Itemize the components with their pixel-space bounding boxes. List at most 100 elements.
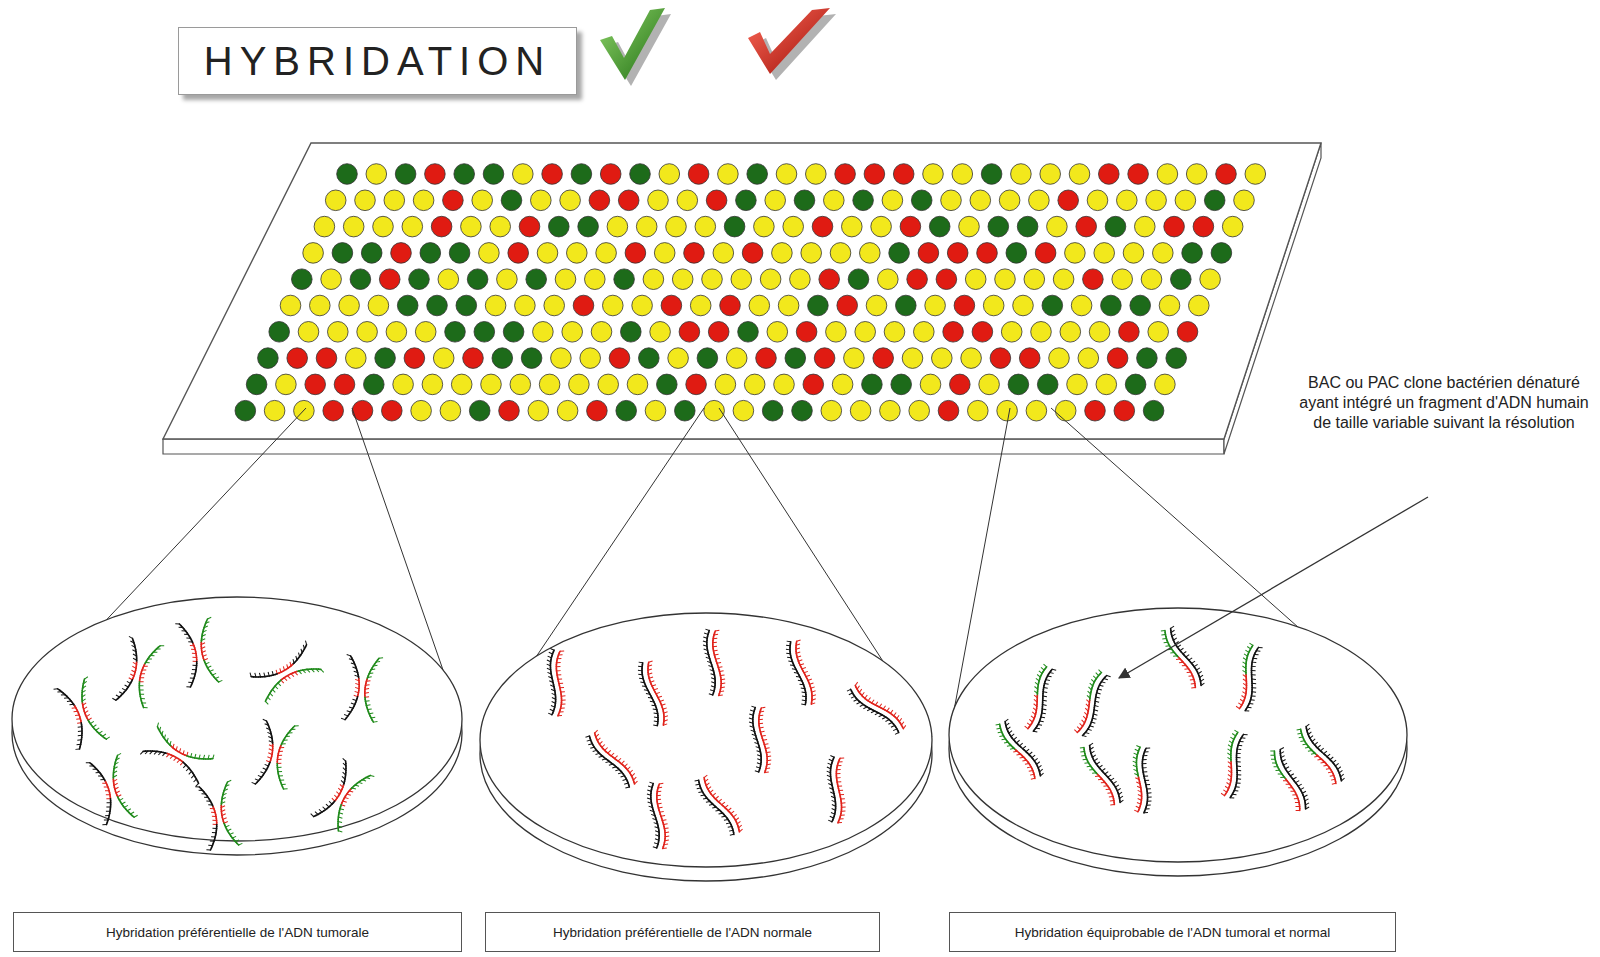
spot	[695, 216, 716, 237]
spot	[603, 295, 624, 316]
spot	[539, 374, 560, 395]
spot	[862, 374, 883, 395]
spot	[1087, 190, 1108, 211]
spot	[988, 216, 1009, 237]
base-tick	[134, 815, 138, 817]
spot	[373, 216, 394, 237]
base-tick	[212, 755, 215, 759]
dna-strand	[310, 758, 374, 833]
dna-strand	[341, 655, 383, 723]
dna-strand	[538, 648, 575, 717]
spot	[880, 400, 901, 421]
spot	[970, 190, 991, 211]
base-tick	[373, 721, 377, 722]
spot	[621, 322, 642, 343]
spot	[1047, 216, 1068, 237]
spot	[1177, 322, 1198, 343]
spot	[941, 190, 962, 211]
dna-strand	[584, 725, 639, 794]
spot	[929, 216, 950, 237]
spot	[679, 322, 700, 343]
spot	[995, 269, 1016, 290]
spot	[882, 190, 903, 211]
spot	[630, 164, 651, 185]
base-tick	[709, 694, 713, 695]
spot	[925, 295, 946, 316]
spot	[467, 269, 488, 290]
spot	[1234, 190, 1255, 211]
spot	[531, 190, 552, 211]
spot	[1024, 269, 1045, 290]
spot	[391, 243, 412, 264]
base-tick	[903, 725, 907, 728]
spot	[346, 348, 367, 369]
spot	[1216, 164, 1237, 185]
spot	[456, 295, 477, 316]
spot	[860, 243, 881, 264]
spot	[792, 400, 813, 421]
spot	[316, 348, 337, 369]
base-tick	[588, 743, 592, 746]
spot	[785, 348, 806, 369]
dna-strand	[195, 780, 242, 850]
spot	[515, 295, 536, 316]
spot	[918, 243, 939, 264]
spot	[1112, 269, 1133, 290]
spot	[1123, 243, 1144, 264]
spot	[276, 374, 297, 395]
dna-strand	[86, 753, 138, 825]
spot	[413, 190, 434, 211]
spot	[853, 190, 874, 211]
spot	[451, 374, 472, 395]
spot	[1049, 348, 1070, 369]
base-tick	[203, 755, 206, 759]
spot	[902, 348, 923, 369]
base-tick	[263, 673, 266, 677]
spot	[767, 322, 788, 343]
base-tick	[146, 662, 150, 664]
spot	[731, 269, 752, 290]
spot	[440, 400, 461, 421]
spot	[923, 164, 944, 185]
spot	[1175, 190, 1196, 211]
spot	[427, 295, 448, 316]
strand	[372, 720, 374, 722]
spot	[1130, 295, 1151, 316]
spot	[668, 348, 689, 369]
spot	[772, 243, 793, 264]
spot	[1001, 322, 1022, 343]
spot	[794, 190, 815, 211]
base-tick	[801, 704, 805, 705]
spot	[718, 164, 739, 185]
spot	[824, 190, 845, 211]
spot	[483, 164, 504, 185]
spot	[618, 190, 639, 211]
spot	[1060, 322, 1081, 343]
spot	[724, 216, 745, 237]
spot	[474, 322, 495, 343]
base-tick	[207, 755, 210, 759]
spot	[1204, 190, 1225, 211]
spot	[697, 348, 718, 369]
spot	[1099, 164, 1120, 185]
spot	[469, 400, 490, 421]
spot	[981, 164, 1002, 185]
spot	[513, 164, 534, 185]
spot	[587, 400, 608, 421]
spot	[801, 243, 822, 264]
base-tick	[78, 734, 82, 736]
spot	[310, 295, 331, 316]
red-check	[748, 8, 836, 80]
spot	[744, 374, 765, 395]
spot	[609, 348, 630, 369]
spot	[738, 322, 759, 343]
base-tick	[338, 830, 342, 833]
spot	[321, 269, 342, 290]
spot	[1171, 269, 1192, 290]
base-tick	[194, 754, 197, 758]
spot	[585, 269, 606, 290]
spot	[397, 295, 418, 316]
spot	[298, 322, 319, 343]
spot	[355, 190, 376, 211]
